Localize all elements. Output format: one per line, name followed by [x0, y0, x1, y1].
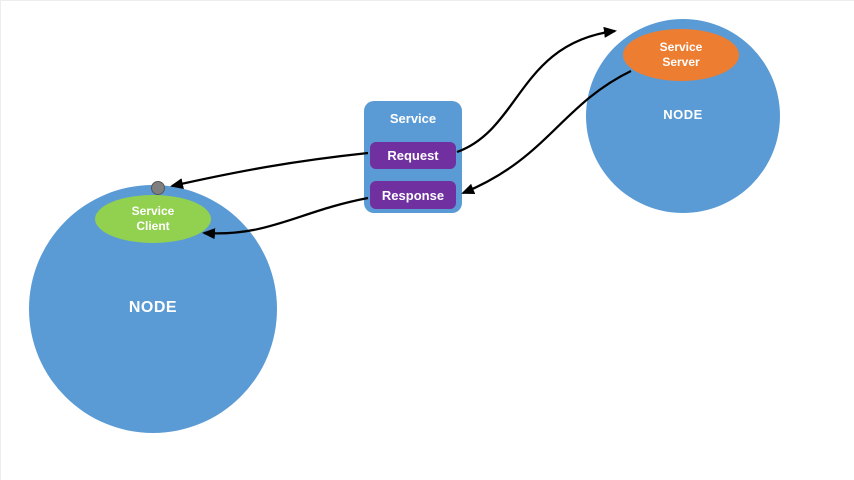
service-box-title: Service [389, 111, 437, 126]
left-node-label: NODE [128, 299, 178, 316]
request-pill: Request [370, 142, 456, 169]
right-node-label: NODE [663, 107, 703, 122]
response-pill: Response [370, 181, 456, 209]
response-label: Response [381, 187, 445, 203]
service-server-label-line1: Service [659, 40, 703, 54]
service-client-ellipse: Service Client [95, 195, 211, 243]
service-client-label-line1: Service [131, 204, 175, 218]
connection-dot [151, 181, 165, 195]
request-label: Request [387, 148, 439, 163]
service-server-label-line2: Server [662, 55, 700, 69]
service-server-ellipse: Service Server [623, 29, 739, 81]
service-client-label-line2: Client [136, 219, 170, 233]
arrow-request-to-node-dot [170, 151, 369, 189]
